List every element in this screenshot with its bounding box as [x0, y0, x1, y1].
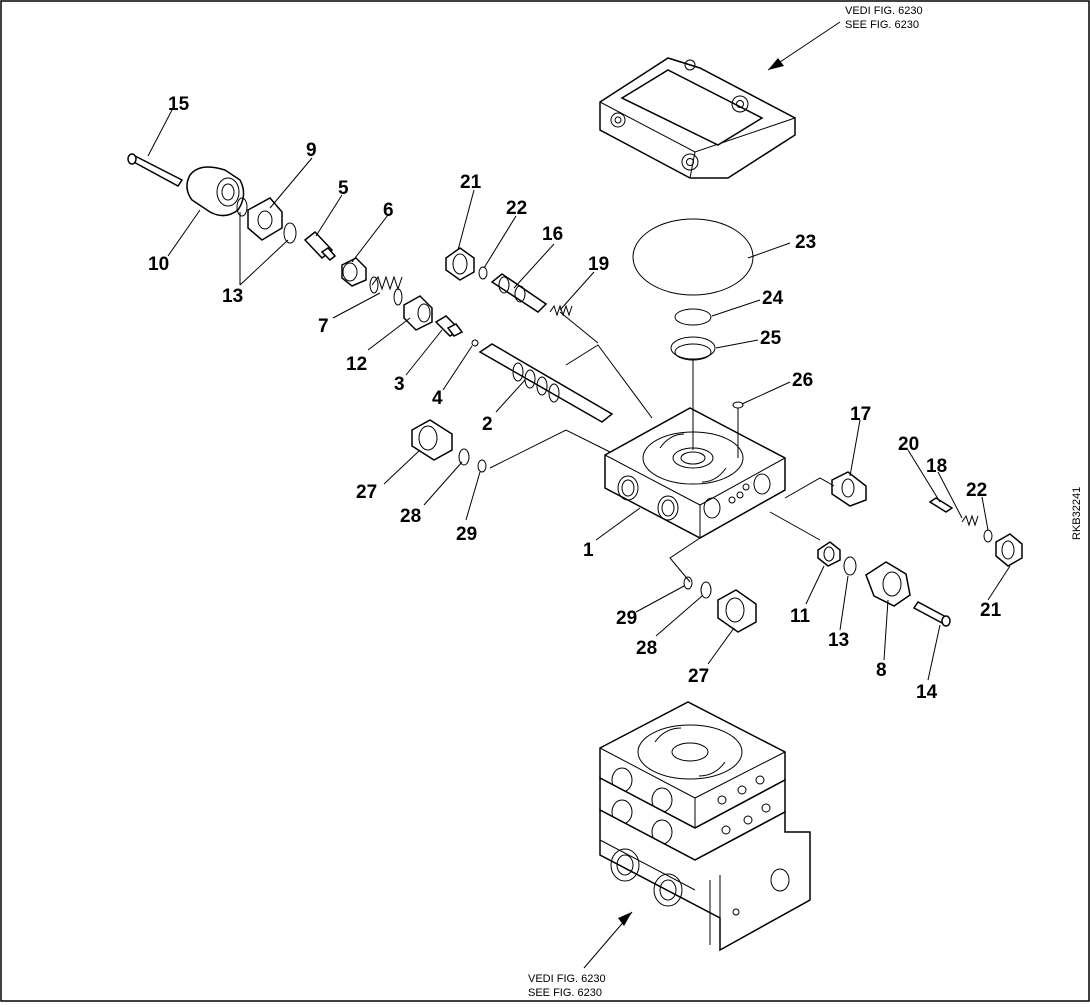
callout-27-left: 27 — [356, 482, 377, 503]
callout-8: 8 — [876, 660, 887, 681]
part-27-plug-left — [411, 419, 453, 461]
bottom-valve-stack — [599, 701, 811, 952]
part-10-cap — [186, 166, 245, 217]
callout-23: 23 — [795, 232, 816, 253]
guide-line-7 — [769, 511, 821, 541]
callout-22-upper: 22 — [506, 198, 527, 219]
guide-line-8 — [669, 537, 701, 583]
callout-3: 3 — [394, 374, 405, 395]
part-21-plug-upper — [445, 247, 475, 281]
callout-28-left: 28 — [400, 506, 421, 527]
part-13-oring-a — [236, 197, 248, 217]
callout-2: 2 — [482, 414, 493, 435]
callout-27-lower: 27 — [688, 666, 709, 687]
part-1-valve-body — [604, 407, 786, 539]
bottom-reference-arrowhead — [618, 912, 632, 926]
part-13-oring-b — [283, 222, 297, 244]
guide-line-3 — [489, 429, 611, 469]
bottom-reference-line-2: SEE FIG. 6230 — [528, 987, 602, 999]
part-25-ring — [670, 336, 716, 361]
callout-4: 4 — [432, 388, 443, 409]
part-27-plug-lower — [717, 589, 757, 633]
callout-19: 19 — [588, 254, 609, 275]
callout-10: 10 — [148, 254, 169, 275]
callout-13-left: 13 — [222, 286, 243, 307]
part-11-seat — [817, 541, 841, 567]
part-26-small-ring — [732, 401, 744, 409]
callout-29-left: 29 — [456, 524, 477, 545]
part-2-spool — [478, 343, 614, 423]
callout-9: 9 — [306, 140, 317, 161]
callout-7: 7 — [318, 316, 329, 337]
callout-6: 6 — [383, 200, 394, 221]
top-reference-line-1: VEDI FIG. 6230 — [845, 5, 923, 17]
part-4-ball — [471, 339, 479, 347]
part-8-cap — [865, 561, 911, 607]
part-18-spring — [961, 514, 979, 527]
callout-5: 5 — [338, 178, 349, 199]
part-21-plug-lower — [995, 533, 1023, 567]
part-7-spring — [369, 275, 403, 306]
part-28-oring-lower — [700, 581, 712, 599]
bottom-reference-line-1: VEDI FIG. 6230 — [528, 973, 606, 985]
part-29-oring-left — [477, 459, 487, 473]
guide-line-6 — [784, 477, 835, 499]
part-22-oring-upper — [478, 266, 488, 280]
top-cover-part — [599, 57, 796, 179]
part-15-bolt — [127, 153, 184, 187]
callout-24: 24 — [762, 288, 784, 309]
callout-1: 1 — [583, 540, 594, 561]
part-3-poppet — [434, 315, 464, 337]
callout-26: 26 — [792, 370, 813, 391]
callout-21-upper: 21 — [460, 172, 482, 193]
callout-29-lower: 29 — [616, 608, 637, 629]
part-17-plug — [831, 471, 867, 507]
part-20-piston — [928, 497, 954, 513]
part-22-oring-lower — [983, 529, 993, 543]
top-reference-arrowhead — [768, 58, 784, 70]
part-12-sleeve — [403, 295, 433, 331]
part-29-oring-lower — [683, 576, 693, 590]
callout-28-lower: 28 — [636, 638, 657, 659]
top-reference-line-2: SEE FIG. 6230 — [845, 19, 919, 31]
callout-13-right: 13 — [828, 630, 849, 651]
drawing-code: RKB32241 — [1071, 487, 1083, 540]
part-23-gasket — [632, 218, 754, 296]
callout-16: 16 — [542, 224, 563, 245]
part-16-spool — [490, 273, 548, 313]
callout-14: 14 — [916, 682, 938, 703]
part-5-piston — [303, 230, 337, 262]
part-28-oring-left — [458, 448, 470, 466]
callout-12: 12 — [346, 354, 367, 375]
part-13-oring-c — [843, 556, 857, 576]
callout-22-lower: 22 — [966, 480, 987, 501]
callout-18: 18 — [926, 456, 947, 477]
guide-line-2 — [559, 311, 599, 344]
callout-11: 11 — [790, 606, 811, 627]
part-19-spring — [549, 304, 573, 317]
callout-15: 15 — [168, 94, 190, 115]
part-24-oring — [674, 308, 712, 326]
callout-25: 25 — [760, 328, 782, 349]
part-9-plate — [247, 197, 283, 241]
callout-20: 20 — [898, 434, 919, 455]
part-6-seat — [341, 257, 367, 287]
callout-17: 17 — [850, 404, 871, 425]
callout-21-lower: 21 — [980, 600, 1002, 621]
guide-line-1 — [565, 344, 653, 419]
part-14-bolt — [912, 601, 951, 627]
